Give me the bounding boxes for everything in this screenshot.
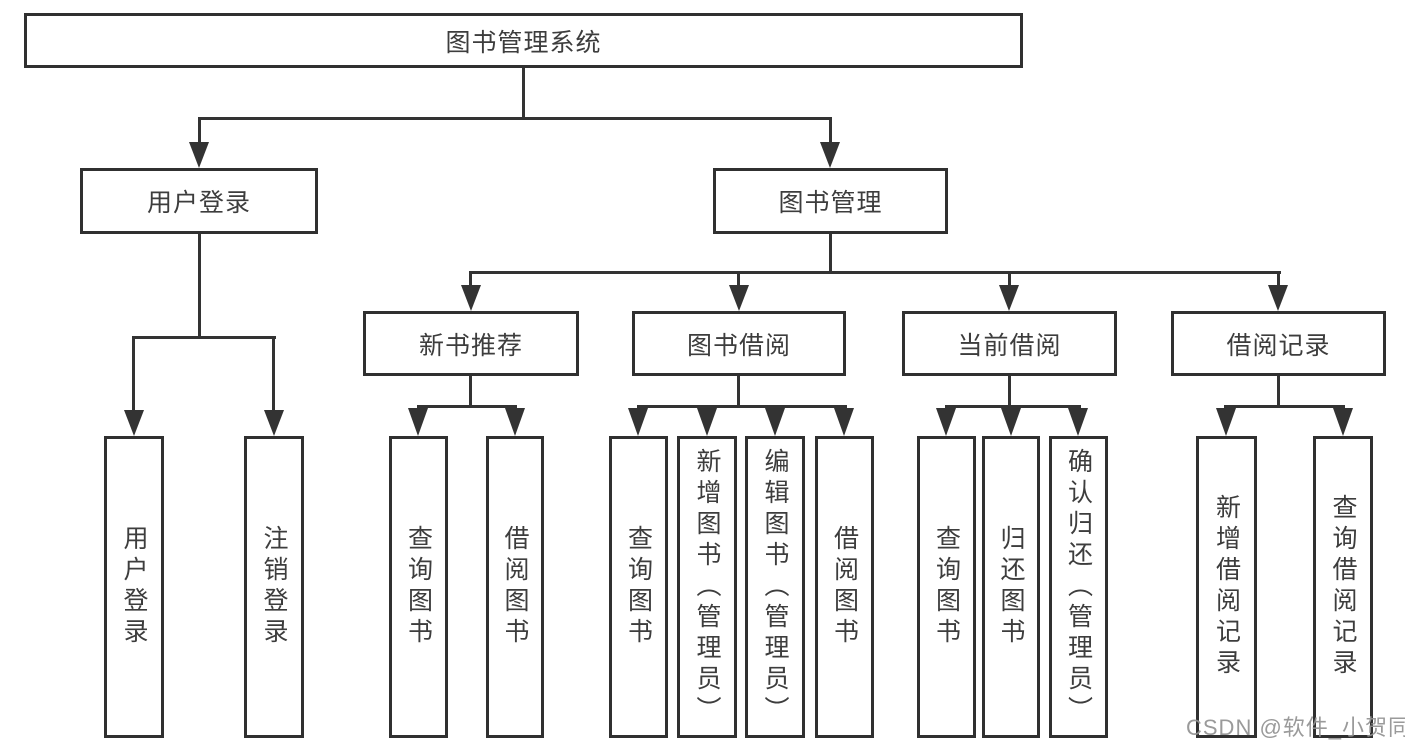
node-new-book-rec: 新书推荐 <box>363 311 579 376</box>
leaf-current-query-books: 查询图书 <box>917 436 976 738</box>
arrow-down-icon <box>820 142 840 168</box>
arrow-down-icon <box>1268 285 1288 311</box>
arrow-down-icon <box>124 410 144 436</box>
leaf-borrow-borrow-books: 借阅图书 <box>815 436 874 738</box>
leaf-records-add-record: 新增借阅记录 <box>1196 436 1257 738</box>
leaf-borrow-edit-books-admin-label: 编辑图书（管理员） <box>761 447 789 727</box>
node-book-mgmt-label: 图书管理 <box>778 189 883 217</box>
arrow-down-icon <box>1333 408 1353 436</box>
arrow-down-icon <box>461 285 481 311</box>
leaf-borrow-query-books: 查询图书 <box>609 436 668 738</box>
node-root: 图书管理系统 <box>24 13 1023 68</box>
leaf-logout: 注销登录 <box>244 436 304 738</box>
leaf-borrow-borrow-books-label: 借阅图书 <box>830 525 859 649</box>
arrow-down-icon <box>834 408 854 436</box>
node-current-borrow: 当前借阅 <box>902 311 1117 376</box>
leaf-newrec-query-books-label: 查询图书 <box>404 525 433 649</box>
leaf-newrec-borrow-books: 借阅图书 <box>486 436 544 738</box>
leaf-current-confirm-return-admin: 确认归还（管理员） <box>1049 436 1108 738</box>
node-borrow-records: 借阅记录 <box>1171 311 1386 376</box>
arrow-down-icon <box>189 142 209 168</box>
arrow-down-icon <box>408 408 428 436</box>
connector-line <box>417 405 517 408</box>
arrow-down-icon <box>765 408 785 436</box>
connector-line <box>737 376 740 408</box>
leaf-newrec-borrow-books-label: 借阅图书 <box>501 525 529 649</box>
leaf-records-query-record-label: 查询借阅记录 <box>1329 494 1357 680</box>
connector-line <box>1277 376 1280 408</box>
arrow-down-icon <box>1216 408 1236 436</box>
arrow-down-icon <box>628 408 648 436</box>
leaf-borrow-add-books-admin: 新增图书（管理员） <box>677 436 737 738</box>
leaf-borrow-query-books-label: 查询图书 <box>624 525 653 649</box>
node-borrow-records-label: 借阅记录 <box>1226 331 1331 360</box>
connector-line <box>1224 405 1345 408</box>
arrow-down-icon <box>999 285 1019 311</box>
node-user-login: 用户登录 <box>80 168 318 234</box>
connector-line <box>132 336 135 412</box>
node-user-login-label: 用户登录 <box>146 189 251 217</box>
arrow-down-icon <box>1068 408 1088 436</box>
leaf-current-return-books-label: 归还图书 <box>997 525 1025 649</box>
node-new-book-rec-label: 新书推荐 <box>418 331 523 360</box>
leaf-logout-label: 注销登录 <box>260 525 288 649</box>
connector-line <box>272 336 275 412</box>
connector-line <box>945 405 1081 408</box>
leaf-user-login: 用户登录 <box>104 436 164 738</box>
arrow-down-icon <box>505 408 525 436</box>
arrow-down-icon <box>1001 408 1021 436</box>
connector-line <box>1008 376 1011 408</box>
connector-line <box>132 336 276 339</box>
connector-line <box>469 376 472 408</box>
connector-line <box>198 117 201 145</box>
leaf-current-query-books-label: 查询图书 <box>932 525 961 649</box>
leaf-current-return-books: 归还图书 <box>982 436 1040 738</box>
node-book-borrow-label: 图书借阅 <box>686 331 791 360</box>
connector-line <box>1277 271 1280 287</box>
arrow-down-icon <box>697 408 717 436</box>
connector-line <box>637 405 847 408</box>
connector-line <box>198 117 832 120</box>
node-root-label: 图书管理系统 <box>445 28 602 57</box>
leaf-newrec-query-books: 查询图书 <box>389 436 448 738</box>
leaf-borrow-add-books-admin-label: 新增图书（管理员） <box>693 447 721 727</box>
leaf-borrow-edit-books-admin: 编辑图书（管理员） <box>745 436 805 738</box>
arrow-down-icon <box>729 285 749 311</box>
connector-line <box>1008 271 1011 287</box>
leaf-current-confirm-return-admin-label: 确认归还（管理员） <box>1064 447 1093 727</box>
connector-line <box>829 117 832 145</box>
connector-line <box>829 234 832 274</box>
leaf-records-add-record-label: 新增借阅记录 <box>1212 494 1241 680</box>
connector-line <box>522 68 525 120</box>
connector-line <box>198 234 201 339</box>
leaf-user-login-label: 用户登录 <box>120 525 148 649</box>
connector-line <box>469 271 472 287</box>
leaf-records-query-record: 查询借阅记录 <box>1313 436 1373 738</box>
csdn-watermark: CSDN @软件_小贺同学 <box>1186 715 1405 740</box>
node-book-borrow: 图书借阅 <box>632 311 846 376</box>
node-current-borrow-label: 当前借阅 <box>957 331 1062 360</box>
node-book-mgmt: 图书管理 <box>713 168 948 234</box>
connector-line <box>470 271 1281 274</box>
arrow-down-icon <box>936 408 956 436</box>
arrow-down-icon <box>264 410 284 436</box>
connector-line <box>737 271 740 287</box>
